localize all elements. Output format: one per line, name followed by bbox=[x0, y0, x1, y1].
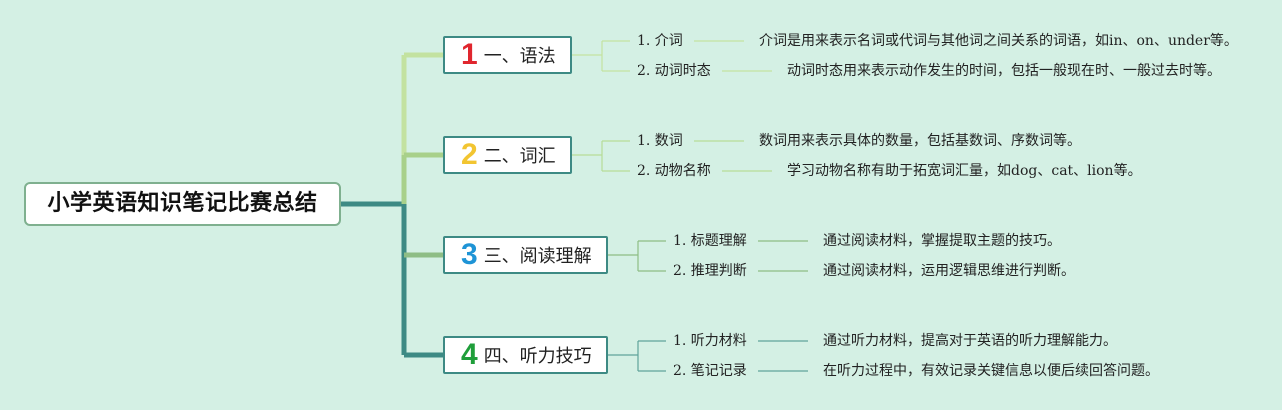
leaf-verb-tense[interactable]: 2. 动词时态 bbox=[637, 63, 711, 79]
desc-title-understanding: 通过阅读材料，掌握提取主题的技巧。 bbox=[823, 233, 1061, 249]
branch-title-listening: 四、听力技巧 bbox=[483, 346, 592, 367]
leaf-preposition[interactable]: 1. 介词 bbox=[637, 33, 683, 49]
branch-title-reading: 三、阅读理解 bbox=[483, 246, 592, 267]
branch-title-vocabulary: 二、词汇 bbox=[483, 146, 556, 167]
branch-4-leaf-lines bbox=[608, 340, 666, 372]
leaf-inference[interactable]: 2. 推理判断 bbox=[673, 263, 747, 279]
desc-verb-tense: 动词时态用来表示动作发生的时间，包括一般现在时、一般过去时等。 bbox=[787, 63, 1221, 79]
branch-1-leaf-lines bbox=[572, 40, 630, 72]
root-node[interactable]: 小学英语知识笔记比赛总结 bbox=[24, 182, 341, 226]
desc-listening-material: 通过听力材料，提高对于英语的听力理解能力。 bbox=[823, 333, 1117, 349]
leaf-note-taking[interactable]: 2. 笔记记录 bbox=[673, 363, 747, 379]
desc-note-taking: 在听力过程中，有效记录关键信息以便后续回答问题。 bbox=[823, 363, 1159, 379]
branch-node-listening[interactable]: 4 四、听力技巧 bbox=[443, 336, 608, 374]
branch-node-grammar[interactable]: 1 一、语法 bbox=[443, 36, 572, 74]
desc-inference: 通过阅读材料，运用逻辑思维进行判断。 bbox=[823, 263, 1075, 279]
branch-number-4: 4 bbox=[461, 338, 478, 371]
leaf-listening-material[interactable]: 1. 听力材料 bbox=[673, 333, 747, 349]
branch-1-desc-lines bbox=[694, 40, 772, 72]
desc-preposition: 介词是用来表示名词或代词与其他词之间关系的词语，如in、on、under等。 bbox=[759, 33, 1238, 49]
branch-4-desc-lines bbox=[758, 340, 808, 372]
branch-number-3: 3 bbox=[461, 238, 478, 271]
branch-3-leaf-lines bbox=[608, 240, 666, 272]
branch-title-grammar: 一、语法 bbox=[483, 46, 556, 67]
desc-numerals: 数词用来表示具体的数量，包括基数词、序数词等。 bbox=[759, 133, 1081, 149]
branch-2-desc-lines bbox=[694, 140, 772, 172]
leaf-numerals[interactable]: 1. 数词 bbox=[637, 133, 683, 149]
branch-2-leaf-lines bbox=[572, 140, 630, 172]
branch-3-desc-lines bbox=[758, 240, 808, 272]
branch-node-vocabulary[interactable]: 2 二、词汇 bbox=[443, 136, 572, 174]
desc-animal-names: 学习动物名称有助于拓宽词汇量，如dog、cat、lion等。 bbox=[787, 163, 1142, 179]
branch-number-2: 2 bbox=[461, 138, 478, 171]
branch-node-reading[interactable]: 3 三、阅读理解 bbox=[443, 236, 608, 274]
leaf-title-understanding[interactable]: 1. 标题理解 bbox=[673, 233, 747, 249]
branch-number-1: 1 bbox=[461, 38, 478, 71]
leaf-animal-names[interactable]: 2. 动物名称 bbox=[637, 163, 711, 179]
